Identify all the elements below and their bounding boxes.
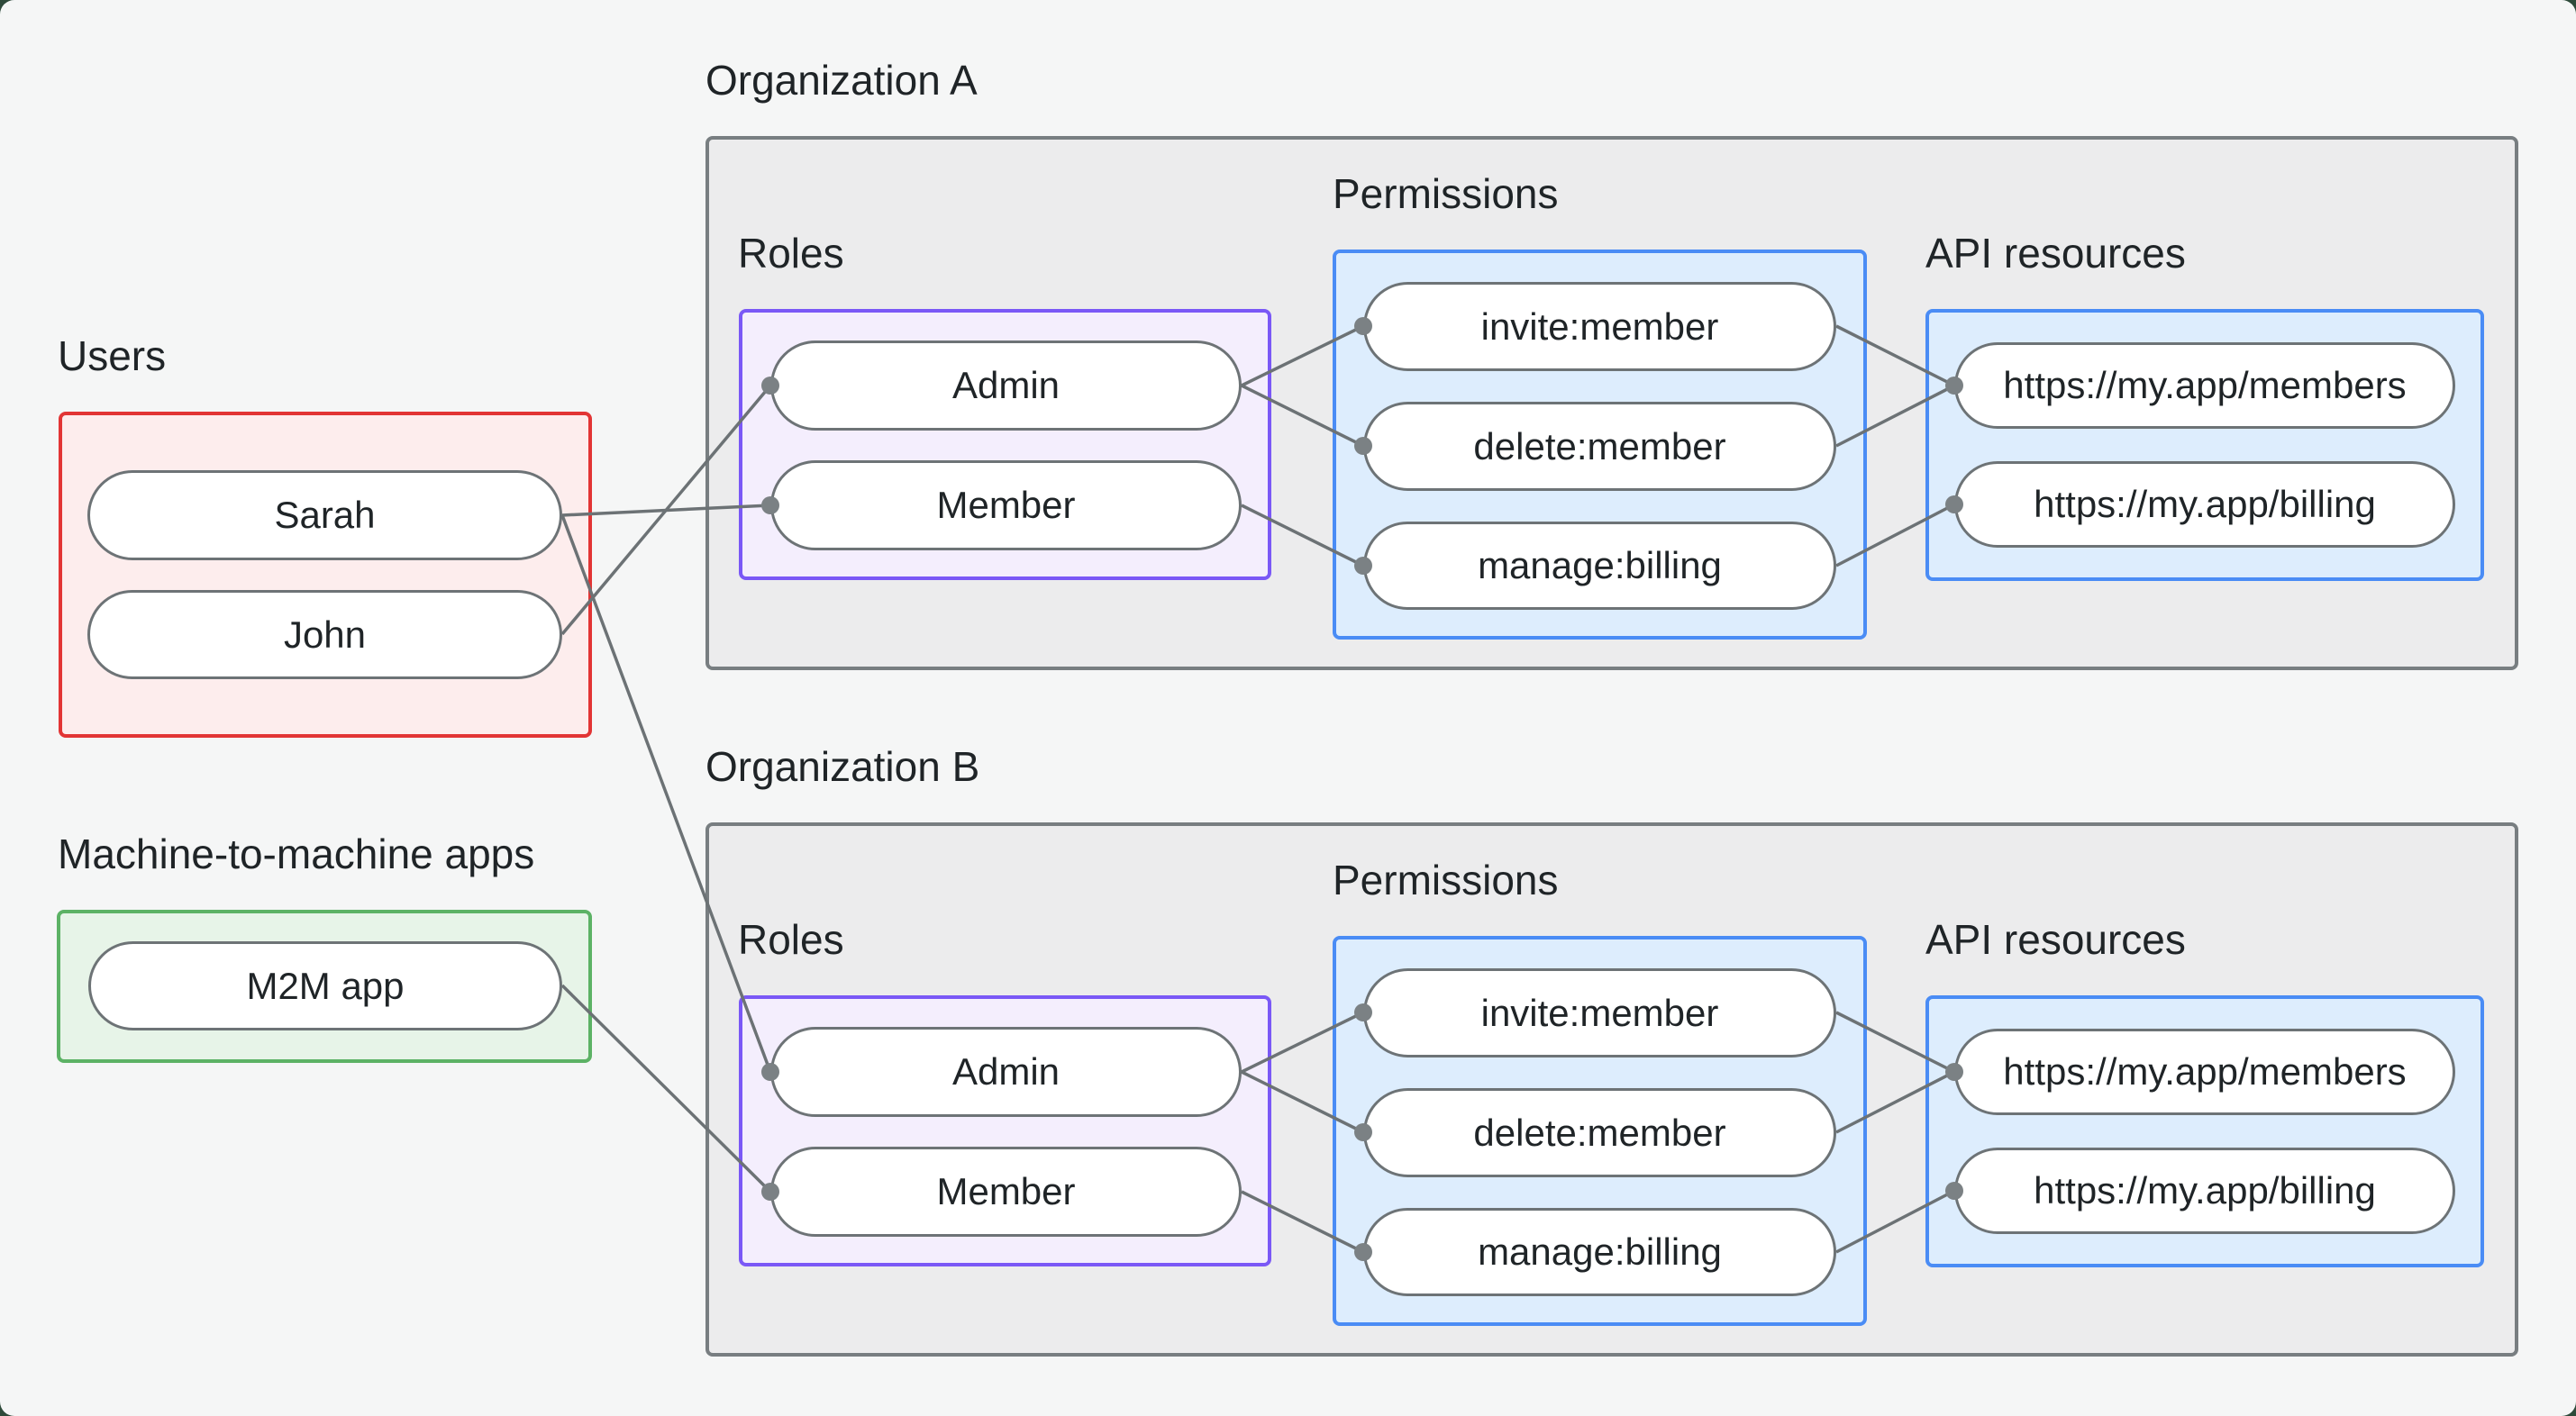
node-org-a-billing-api: https://my.app/billing [1954, 461, 2455, 548]
node-org-b-members-api: https://my.app/members [1954, 1029, 2455, 1115]
org-b-label: Organization B [705, 743, 980, 790]
org-a-roles-label: Roles [738, 230, 844, 277]
node-org-a-invite-member: invite:member [1363, 282, 1836, 371]
node-org-a-member: Member [770, 460, 1242, 550]
node-org-a-manage-billing: manage:billing [1363, 522, 1836, 610]
users-group-box [59, 412, 592, 738]
node-org-a-delete-member: delete:member [1363, 402, 1836, 491]
users-group-label: Users [58, 332, 167, 379]
node-org-b-manage-billing: manage:billing [1363, 1208, 1836, 1296]
node-org-b-billing-api: https://my.app/billing [1954, 1148, 2455, 1234]
org-b-api-resources-label: API resources [1925, 916, 2186, 963]
org-a-permissions-label: Permissions [1333, 170, 1559, 217]
node-org-b-admin: Admin [770, 1027, 1242, 1117]
node-org-b-member: Member [770, 1147, 1242, 1237]
node-org-a-admin: Admin [770, 340, 1242, 431]
node-org-b-delete-member: delete:member [1363, 1088, 1836, 1177]
org-a-api-resources-label: API resources [1925, 230, 2186, 277]
m2m-group-label: Machine-to-machine apps [58, 831, 535, 877]
node-org-a-members-api: https://my.app/members [1954, 342, 2455, 429]
org-a-label: Organization A [705, 57, 978, 104]
node-m2m-app: M2M app [88, 941, 562, 1030]
node-john: John [87, 590, 562, 679]
org-b-permissions-label: Permissions [1333, 857, 1559, 903]
node-org-b-invite-member: invite:member [1363, 968, 1836, 1057]
node-sarah: Sarah [87, 470, 562, 560]
org-b-roles-label: Roles [738, 916, 844, 963]
